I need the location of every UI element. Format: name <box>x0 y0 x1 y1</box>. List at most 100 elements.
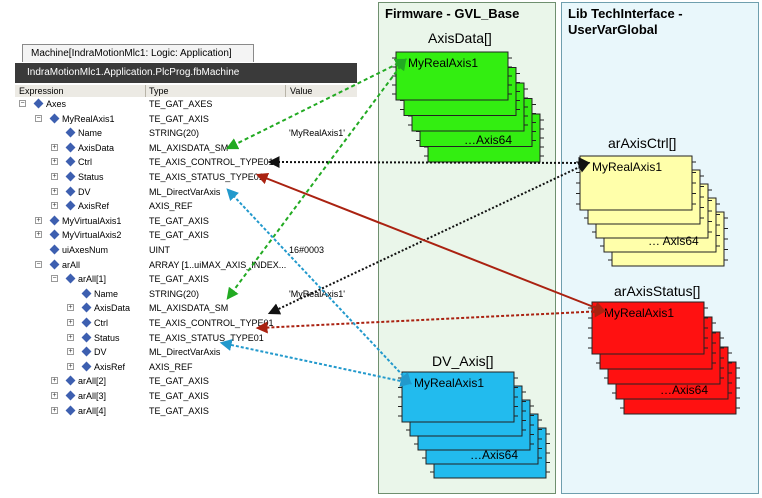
tree-row[interactable]: + arAll[3] TE_GAT_AXIS <box>15 389 357 404</box>
tree-row[interactable]: + Ctrl TE_AXIS_CONTROL_TYPE01 <box>15 155 357 170</box>
collapse-toggle-icon[interactable]: − <box>35 114 42 122</box>
column-expression[interactable]: Expression <box>19 86 64 96</box>
expression-name: MyRealAxis1 <box>62 113 115 124</box>
axisdata-first-label: MyRealAxis1 <box>408 56 478 70</box>
status-stack-title: arAxisStatus[] <box>614 283 700 299</box>
expression-type: ML_AXISDATA_SM <box>149 303 229 314</box>
expression-type: TE_AXIS_STATUS_TYPE01 <box>149 332 264 343</box>
dv-stack: DV_Axis[] MyRealAxis1 …Axis64 <box>398 353 550 479</box>
expression-name: MyVirtualAxis2 <box>62 230 122 241</box>
expand-toggle-icon[interactable]: + <box>51 392 58 399</box>
expression-name: arAll[3] <box>78 391 107 401</box>
expression-type: TE_AXIS_STATUS_TYPE01 <box>149 172 264 182</box>
tree-row[interactable]: +arAll[4]TE_GAT_AXIS <box>15 404 357 419</box>
tree-row[interactable]: − arAll[1] TE_GAT_AXIS <box>15 272 357 287</box>
expression-name: Status <box>78 172 104 182</box>
expand-toggle-icon[interactable]: + <box>67 304 74 312</box>
expression-type: TE_AXIS_CONTROL_TYPE01 <box>149 157 274 168</box>
status-link-2 <box>255 305 607 334</box>
expression-type: TE_AXIS_CONTROL_TYPE01 <box>149 318 274 328</box>
collapse-toggle-icon[interactable]: − <box>19 100 26 107</box>
ctrl-stack: arAxisCtrl[]MyRealAxis1… Axis64 <box>576 135 728 267</box>
dv-link-1 <box>226 188 412 385</box>
expression-name: MyVirtualAxis1 <box>62 215 122 226</box>
expand-toggle-icon[interactable]: + <box>51 187 58 195</box>
expand-toggle-icon[interactable]: + <box>51 406 58 414</box>
lib-panel-title-line1: Lib TechInterface - <box>568 6 683 21</box>
expression-type: TE_GAT_AXIS <box>149 274 209 285</box>
tree-row[interactable]: + MyVirtualAxis1 TE_GAT_AXIS <box>15 214 357 229</box>
expression-name: DV <box>94 347 107 358</box>
tree-row[interactable]: − arAll ARRAY [1..uiMAX_AXIS_INDEX... <box>15 258 357 273</box>
expand-toggle-icon[interactable]: + <box>35 216 42 224</box>
expression-type: ML_DirectVarAxis <box>149 186 221 197</box>
expression-name: Name <box>78 128 103 139</box>
axisdata-link-1 <box>225 58 408 150</box>
expand-toggle-icon[interactable]: + <box>67 333 74 341</box>
expression-name: Name <box>94 288 119 299</box>
expression-type: AXIS_REF <box>149 201 193 212</box>
expression-name: Ctrl <box>94 318 108 328</box>
expand-toggle-icon[interactable]: + <box>35 231 42 239</box>
expression-type: TE_GAT_AXIS <box>149 230 209 241</box>
expand-toggle-icon[interactable]: + <box>51 143 58 151</box>
editor-tab[interactable]: Machine[IndraMotionMlc1: Logic: Applicat… <box>22 44 254 62</box>
expression-type: TE_GAT_AXIS <box>149 391 209 401</box>
expression-name: Ctrl <box>78 157 92 168</box>
expression-name: DV <box>78 186 91 197</box>
expression-type: TE_GAT_AXIS <box>149 113 209 124</box>
expression-type: TE_GAT_AXIS <box>149 405 209 416</box>
expression-type: TE_GAT_AXIS <box>149 376 209 387</box>
ctrl-stack-title: arAxisCtrl[] <box>608 135 676 151</box>
expand-toggle-icon[interactable]: + <box>67 319 74 326</box>
expression-type: TE_GAT_AXES <box>149 99 213 109</box>
tree-row[interactable]: − MyRealAxis1 TE_GAT_AXIS <box>15 112 357 127</box>
expand-toggle-icon[interactable]: + <box>51 158 58 166</box>
expression-name: arAll <box>62 259 81 270</box>
expand-toggle-icon[interactable]: + <box>51 377 58 385</box>
axisdata-stack: AxisData[] MyRealAxis1 …Axis64 <box>392 30 544 163</box>
dv-first-label: MyRealAxis1 <box>414 376 484 390</box>
expression-name: arAll[1] <box>78 274 107 285</box>
dv-stack-title: DV_Axis[] <box>432 353 493 369</box>
expand-toggle-icon[interactable]: + <box>67 348 74 356</box>
expression-name: arAll[2] <box>78 376 107 387</box>
expand-toggle-icon[interactable]: + <box>51 202 58 210</box>
tree-row[interactable]: − Axes TE_GAT_AXES <box>15 97 357 112</box>
status-element-box[interactable] <box>591 301 705 355</box>
axisdata-last-label: …Axis64 <box>464 133 512 147</box>
dv-last-label: …Axis64 <box>470 448 518 462</box>
tree-row[interactable]: + MyVirtualAxis2 TE_GAT_AXIS <box>15 228 357 243</box>
expression-type: ARRAY [1..uiMAX_AXIS_INDEX... <box>149 259 287 270</box>
tree-row[interactable]: + AxisRef AXIS_REF <box>15 360 357 375</box>
expression-name: AxisData <box>94 303 131 314</box>
ctrl-last-label: … Axis64 <box>648 234 699 248</box>
expression-name: AxisRef <box>94 361 126 372</box>
expression-type: AXIS_REF <box>149 361 193 372</box>
axisdata-element-box[interactable] <box>395 51 509 101</box>
tree-row[interactable]: + Ctrl TE_AXIS_CONTROL_TYPE01 <box>15 316 357 331</box>
tree-row[interactable]: + DV ML_DirectVarAxis <box>15 345 357 360</box>
column-type[interactable]: Type <box>149 86 169 96</box>
expression-name: Axes <box>46 99 67 109</box>
collapse-toggle-icon[interactable]: − <box>35 260 42 268</box>
ctrl-link-2 <box>267 161 591 315</box>
expression-type: ML_DirectVarAxis <box>149 347 221 358</box>
lib-panel-title-line2: UserVarGlobal <box>568 22 658 37</box>
axisdata-link-2 <box>226 58 407 300</box>
collapse-toggle-icon[interactable]: − <box>51 275 58 283</box>
tree-row[interactable]: + DV ML_DirectVarAxis <box>15 185 357 200</box>
status-link-1 <box>255 172 607 314</box>
expression-type: ML_AXISDATA_SM <box>149 142 229 153</box>
tree-row[interactable]: + Status TE_AXIS_STATUS_TYPE01 <box>15 170 357 185</box>
tree-row[interactable]: + AxisData ML_AXISDATA_SM <box>15 301 357 316</box>
expression-type: TE_GAT_AXIS <box>149 215 209 226</box>
axisdata-stack-title: AxisData[] <box>428 30 492 46</box>
tree-row[interactable]: + arAll[2] TE_GAT_AXIS <box>15 374 357 389</box>
expand-toggle-icon[interactable]: + <box>51 173 58 180</box>
expand-toggle-icon[interactable]: + <box>67 362 74 370</box>
